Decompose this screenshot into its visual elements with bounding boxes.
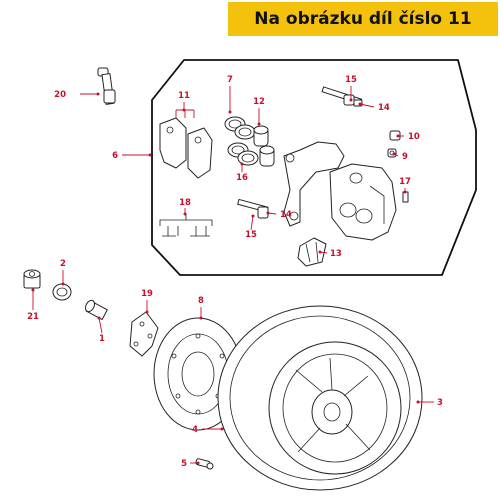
callout-part-17: 17: [399, 177, 411, 194]
callout-part-18: 18: [179, 198, 191, 216]
part-number-label: 17: [399, 177, 411, 187]
bleed-screw-15-drawing: [321, 86, 363, 107]
callout-part-16: 16: [236, 162, 248, 183]
part-number-label: 11: [178, 91, 190, 101]
leader-dot: [145, 310, 149, 314]
callout-part-12: 12: [253, 97, 265, 126]
leader-dot: [318, 250, 322, 254]
part-number-label: 13: [330, 249, 342, 259]
part-number-label: 18: [179, 198, 191, 208]
leader-bracket: [175, 109, 195, 118]
part-number-label: 6: [112, 151, 118, 161]
nut-21-drawing: [23, 269, 41, 289]
part-number-label: 16: [236, 173, 248, 183]
part-number-label: 15: [245, 230, 257, 240]
callout-part-21: 21: [27, 288, 39, 322]
callout-part-9: 9: [392, 152, 408, 162]
wheel-tire-drawing: [217, 305, 423, 491]
brake-pads-11-drawing: [159, 117, 213, 179]
leader-dot: [196, 461, 200, 465]
leader-dot: [349, 98, 353, 102]
leader-dot: [257, 122, 261, 126]
banner-text: Na obrázku díl číslo 11: [254, 9, 472, 29]
part-number-label: 12: [253, 97, 265, 107]
part-number-label: 3: [437, 398, 443, 408]
leader-dot: [61, 282, 65, 286]
callout-part-1: 1: [97, 316, 105, 344]
part-number-label: 15: [345, 75, 357, 85]
caliper-assembly-frame: [151, 59, 477, 276]
callout-part-10: 10: [396, 132, 420, 142]
pad-spring-18-drawing: [159, 214, 213, 237]
leader-dot: [240, 162, 244, 166]
leader-dot: [199, 316, 203, 320]
callout-part-5: 5: [181, 459, 200, 469]
part-number-label: 2: [60, 259, 66, 269]
piston-seals-drawing: [224, 116, 275, 167]
valve-5-drawing: [195, 458, 214, 470]
highlight-banner: Na obrázku díl číslo 11: [228, 2, 498, 36]
leader-dot: [251, 214, 255, 218]
callout-part-8: 8: [198, 296, 204, 320]
callout-part-14: 14: [266, 210, 292, 220]
callout-part-13: 13: [318, 249, 342, 259]
part-number-label: 9: [402, 152, 408, 162]
leader-line: [359, 103, 375, 108]
callout-part-15: 15: [245, 214, 257, 240]
leader-dot: [148, 153, 152, 157]
leader-dot: [403, 190, 407, 194]
leader-dot: [396, 134, 400, 138]
leader-line: [250, 215, 254, 231]
callout-part-3: 3: [416, 398, 443, 408]
callout-part-4: 4: [192, 425, 224, 435]
leader-dot: [416, 400, 420, 404]
callout-part-15: 15: [345, 75, 357, 102]
clip-13-drawing: [297, 237, 327, 267]
part-number-label: 14: [378, 103, 390, 113]
part-number-label: 19: [141, 289, 153, 299]
screw-17-drawing: [402, 191, 409, 203]
part-number-label: 7: [227, 75, 233, 85]
callout-part-19: 19: [141, 289, 153, 314]
spacer-2-drawing: [52, 283, 72, 301]
leader-dot: [228, 110, 232, 114]
callout-part-14: 14: [358, 102, 390, 113]
bolt-15-lower-drawing: [237, 198, 269, 219]
part-number-label: 10: [408, 132, 420, 142]
part-number-label: 14: [280, 210, 292, 220]
caliper-bracket-drawing: [283, 141, 345, 227]
part-number-label: 4: [192, 425, 198, 435]
part-number-label: 1: [99, 334, 105, 344]
leader-line: [98, 317, 103, 334]
leader-dot: [97, 316, 101, 320]
part-number-label: 5: [181, 459, 187, 469]
leader-dot: [96, 92, 100, 96]
callout-part-11: 11: [175, 91, 195, 118]
part-number-label: 8: [198, 296, 204, 306]
sleeve-1-drawing: [84, 299, 108, 321]
bolt-20-drawing: [97, 67, 116, 105]
leader-dot: [183, 212, 187, 216]
callout-part-2: 2: [60, 259, 66, 286]
leader-dot: [31, 288, 35, 292]
callout-part-7: 7: [227, 75, 233, 114]
leader-dot: [220, 427, 224, 431]
callout-part-6: 6: [112, 151, 152, 161]
callout-part-20: 20: [54, 90, 100, 100]
disc-bracket-19-drawing: [129, 311, 159, 357]
leader-dot: [358, 102, 362, 106]
part-number-label: 21: [27, 312, 39, 322]
caliper-body-drawing: [329, 163, 397, 241]
leader-dot: [266, 211, 270, 215]
leader-dot: [392, 152, 396, 156]
part-number-label: 20: [54, 90, 66, 100]
